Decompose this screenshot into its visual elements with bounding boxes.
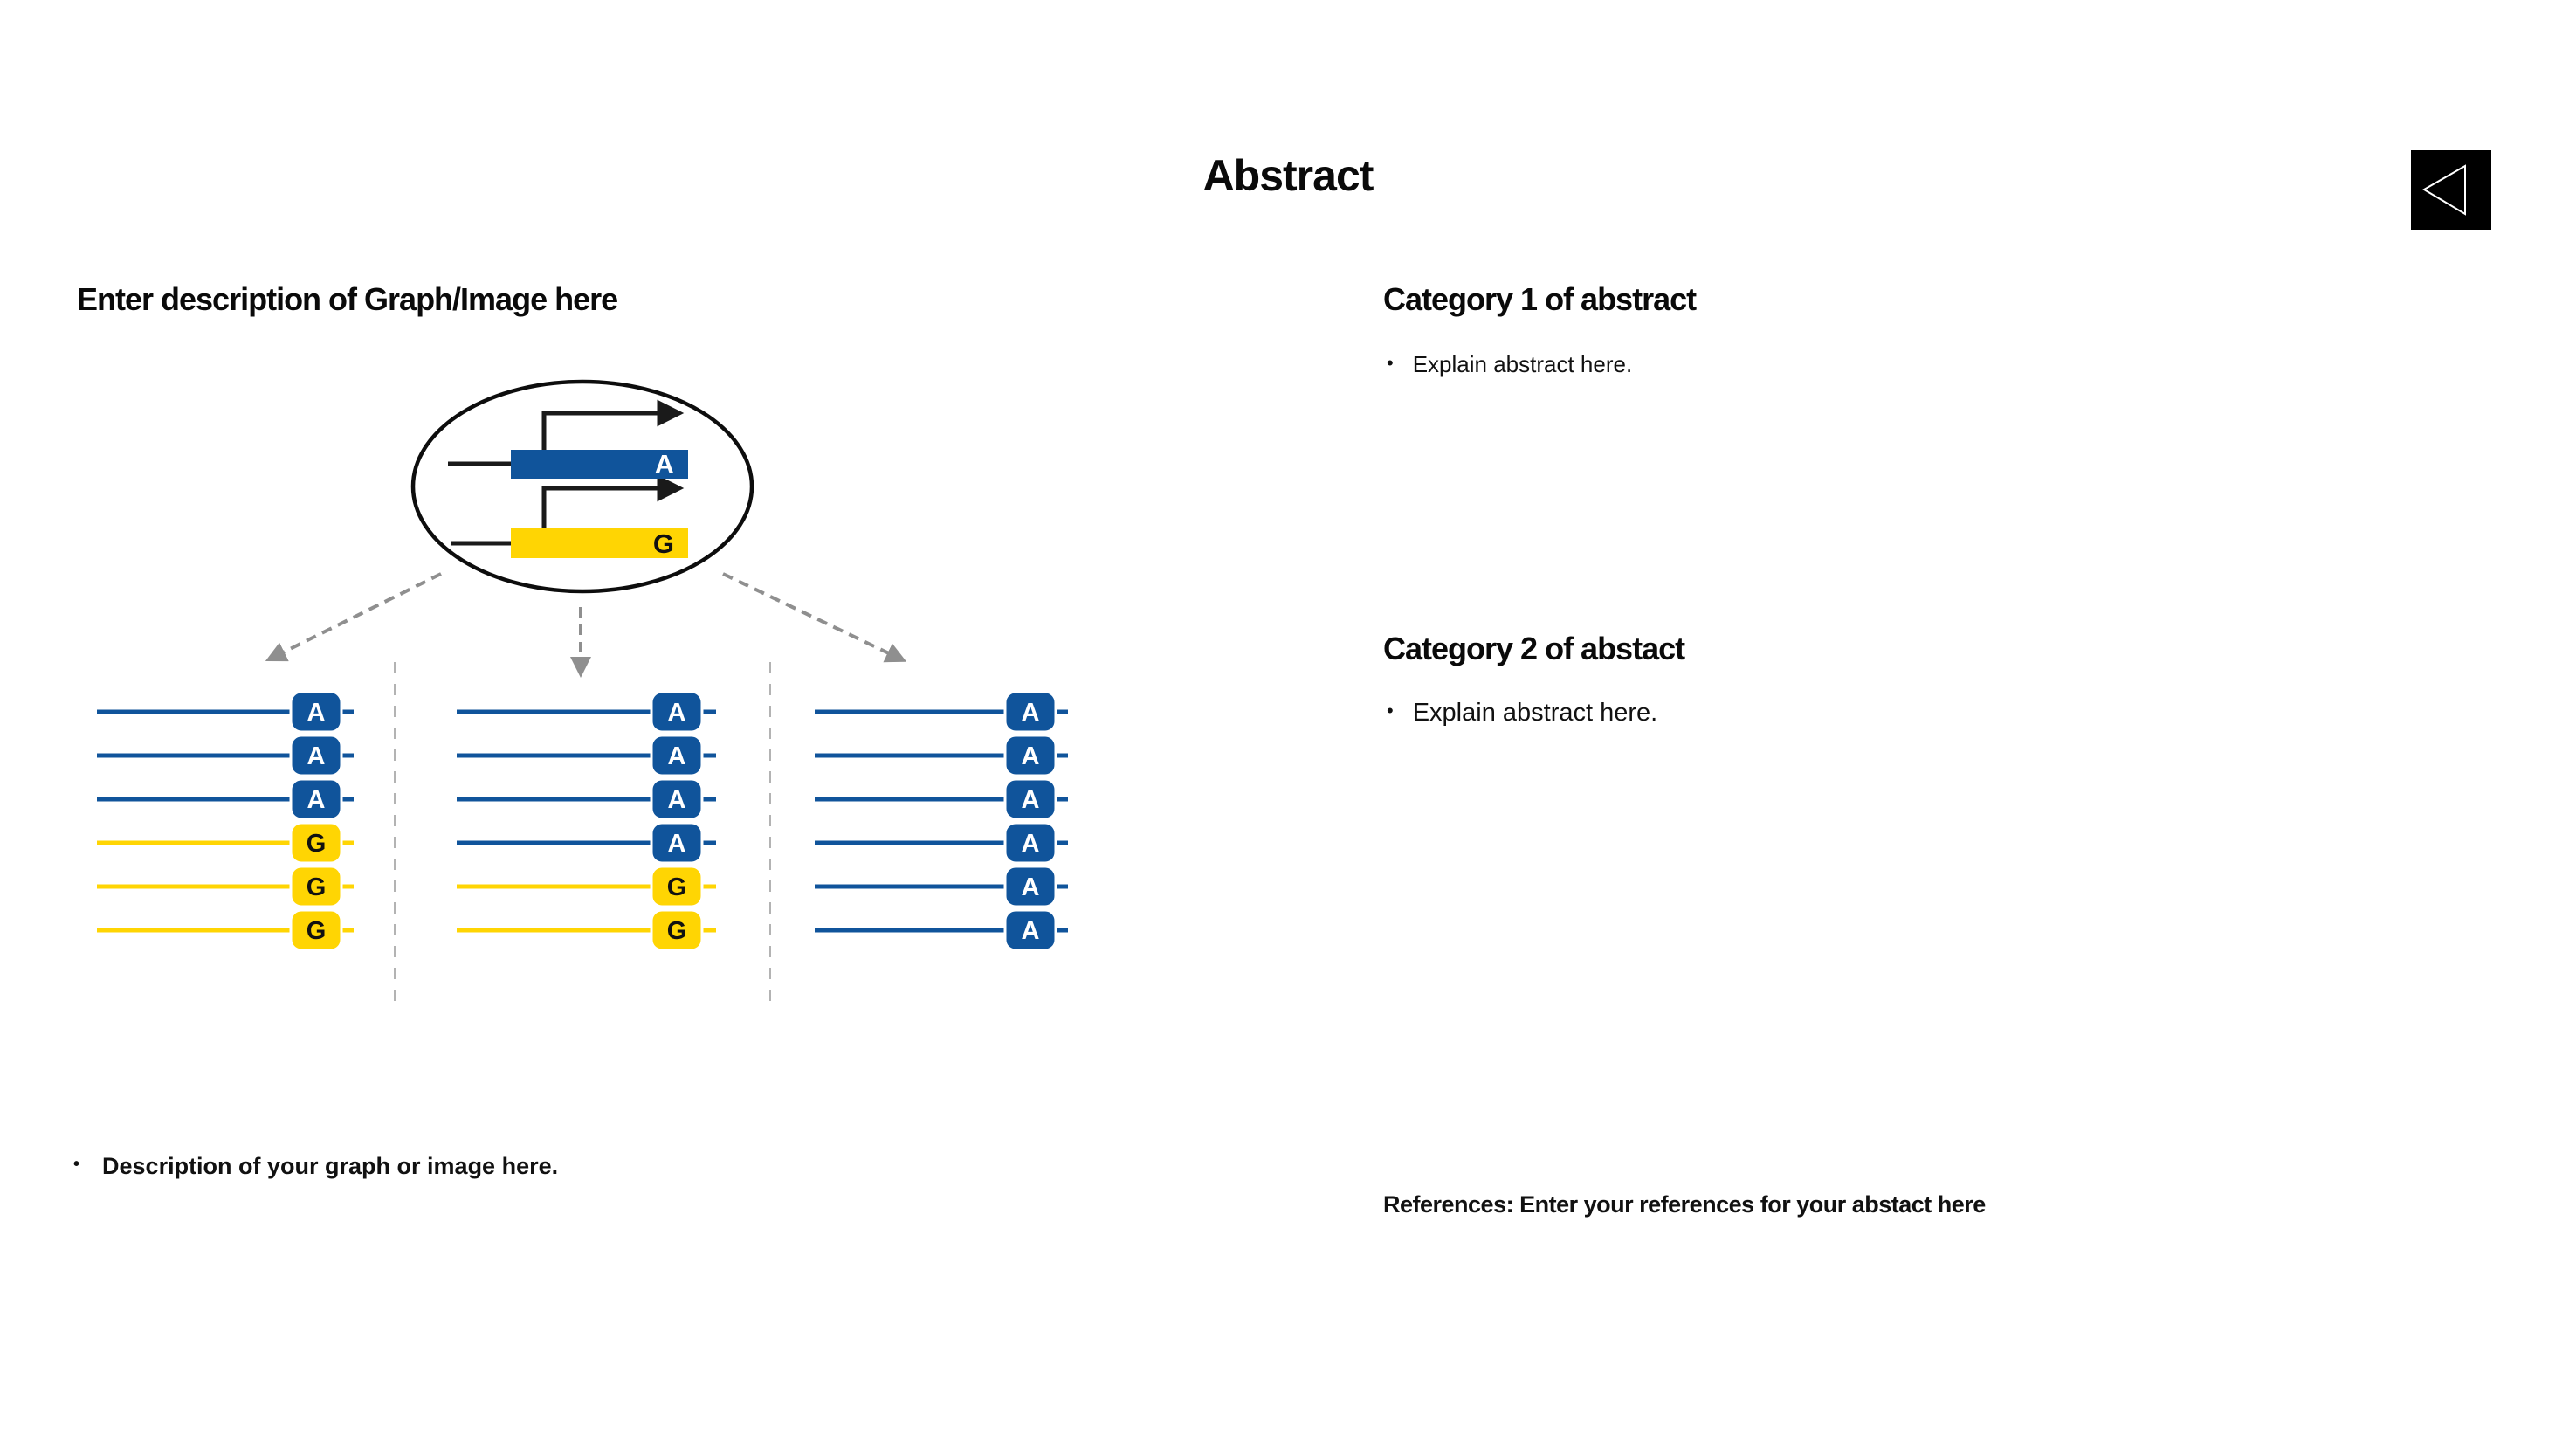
sequence-badge	[650, 821, 704, 865]
gene-a-transcription-arrow	[541, 399, 685, 451]
sequence-badge	[650, 734, 704, 777]
category-1-bullet-text: Explain abstract here.	[1412, 351, 1633, 377]
gene-ellipse	[410, 379, 754, 594]
gene-g-transcription-arrow	[541, 474, 685, 529]
back-triangle-icon	[2422, 164, 2466, 216]
sequence-badge	[289, 777, 343, 821]
sequence-badge-label: A	[1022, 786, 1040, 814]
sequence-badge-label: A	[668, 830, 686, 858]
category-1-bullet: • Explain abstract here.	[1387, 351, 1632, 378]
dashed-arrow-left	[265, 572, 442, 662]
sequence-badge	[289, 734, 343, 777]
sequence-badge	[1003, 777, 1057, 821]
sequence-badge	[1003, 734, 1057, 777]
sequence-badge-label: A	[1022, 917, 1040, 945]
sequence-badge	[1003, 865, 1057, 908]
gene-a-bar-label: A	[655, 449, 674, 480]
sequence-badge	[650, 865, 704, 908]
sequence-badge-label: A	[668, 742, 686, 770]
sequence-badge-label: G	[307, 830, 327, 858]
sequence-badge-label: A	[1022, 830, 1040, 858]
graph-description-heading: Enter description of Graph/Image here	[77, 281, 618, 317]
sequence-badge	[289, 821, 343, 865]
sequence-badge	[1003, 690, 1057, 734]
category-2-heading: Category 2 of abstact	[1383, 631, 1685, 666]
sequence-badge-label: A	[1022, 742, 1040, 770]
sequence-badge-label: G	[307, 917, 327, 945]
sequence-badge-label: G	[667, 917, 687, 945]
page-title: Abstract	[1202, 151, 1374, 200]
sequence-badge-label: G	[307, 873, 327, 901]
sequence-badge-label: A	[668, 786, 686, 814]
bullet-dot: •	[1387, 352, 1394, 374]
sequence-badge-label: A	[307, 742, 326, 770]
back-button[interactable]	[2411, 150, 2491, 230]
references-text: References: Enter your references for yo…	[1383, 1191, 1986, 1218]
sequence-badge	[650, 690, 704, 734]
category-1-heading: Category 1 of abstract	[1383, 281, 1697, 317]
sequence-badge-label: A	[668, 699, 686, 727]
category-2-bullet: • Explain abstract here.	[1387, 699, 1657, 728]
sequence-badge	[650, 908, 704, 952]
sequence-badge-label: A	[307, 699, 326, 727]
sequence-badge	[289, 690, 343, 734]
sequence-badge	[1003, 821, 1057, 865]
sequence-badge-label: A	[307, 786, 326, 814]
gene-g-bar-label: G	[653, 528, 674, 559]
sequence-badge-label: G	[667, 873, 687, 901]
sequence-badge-label: A	[1022, 873, 1040, 901]
sequence-badge	[289, 865, 343, 908]
category-2-bullet-text: Explain abstract here.	[1412, 699, 1658, 727]
dashed-arrow-right	[722, 572, 907, 663]
gene-a-bar	[511, 450, 688, 479]
bullet-dot: •	[1387, 700, 1394, 721]
graph-description-bullet-text: Description of your graph or image here.	[102, 1153, 559, 1179]
bullet-dot: •	[73, 1155, 80, 1174]
graph-description-bullet: • Description of your graph or image her…	[73, 1153, 558, 1180]
gene-g-bar	[511, 528, 688, 558]
sequence-badge	[650, 777, 704, 821]
sequence-badge	[1003, 908, 1057, 952]
sequence-badge	[289, 908, 343, 952]
sequence-badge-label: A	[1022, 699, 1040, 727]
